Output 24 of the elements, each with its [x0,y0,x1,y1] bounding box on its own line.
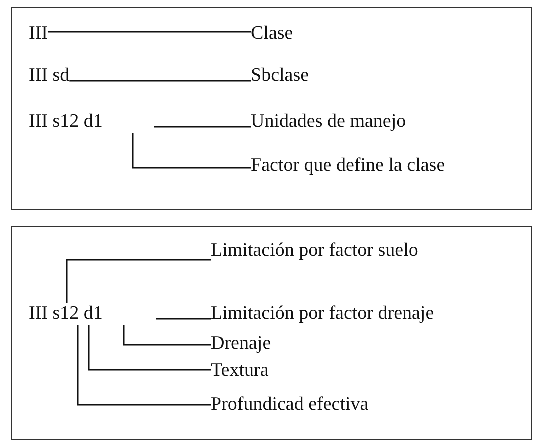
panel-frame [11,226,532,440]
description-label: Unidades de manejo [251,111,406,133]
description-label: Sbclase [251,65,310,87]
description-label: Drenaje [211,333,272,355]
description-label: Factor que define la clase [251,155,446,177]
connector-line [88,325,211,371]
class-code: III s12 d1 [29,303,156,325]
class-code: III sd [29,65,70,87]
panel-frame [11,7,532,210]
connector-line [70,80,251,82]
connector-line [123,325,211,346]
description-label: Profundicad efectiva [211,394,369,416]
connector-line [154,126,251,128]
class-code: III [29,23,48,45]
connector-line [48,31,251,33]
connector-line [66,259,211,303]
description-label: Clase [251,23,294,45]
class-code: III s12 d1 [29,111,154,133]
description-label: Limitación por factor suelo [211,240,418,262]
connector-line [132,133,251,169]
connector-line [77,325,211,406]
connector-line [156,318,211,320]
description-label: Textura [211,360,269,382]
description-label: Limitación por factor drenaje [211,303,434,325]
